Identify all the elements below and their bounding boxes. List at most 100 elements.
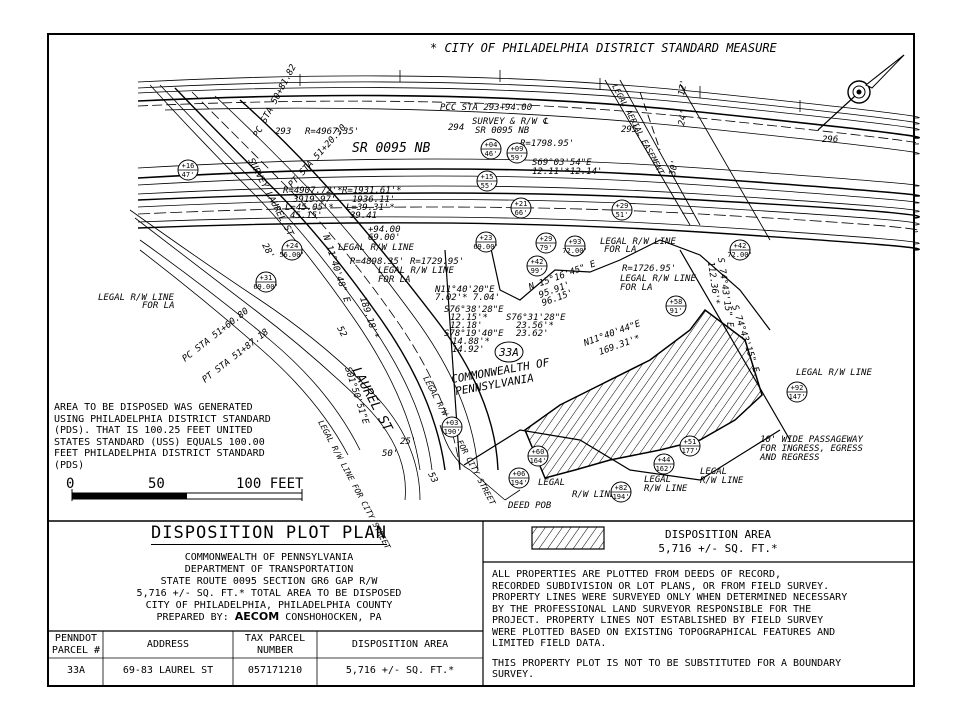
station-marker-top: +42: [734, 242, 747, 250]
station-marker-bottom: 177': [682, 447, 699, 455]
station-marker-top: +15: [481, 173, 494, 181]
label-ft-24: 24': [677, 109, 690, 127]
table-cell-tax-parcel: 057171210: [247, 665, 303, 676]
laurel-street-lines: [129, 84, 499, 501]
station-marker-top: +42: [531, 258, 544, 266]
note-properties: ALL PROPERTIES ARE PLOTTED FROM DEEDS OF…: [492, 569, 848, 649]
station-marker-bottom: 51': [616, 211, 629, 219]
label-l-4505: L=45.05'*: [285, 203, 334, 213]
parcel-33a-circle: [494, 341, 524, 363]
station-marker-top: +92: [791, 384, 804, 392]
station-marker-bottom: 72.00': [727, 251, 752, 259]
label-n11-40-d: 7.02'* 7.04': [435, 293, 500, 303]
label-passageway2: FOR INGRESS, EGRESS: [760, 444, 864, 454]
label-l-3941: 39.41: [349, 211, 377, 221]
scale-label-0: 0: [66, 476, 75, 492]
label-for-la-left: FOR LA: [142, 301, 175, 311]
label-parcel-33a: 33A: [498, 346, 519, 359]
scale-bar: [71, 489, 303, 501]
station-marker-bottom: 46': [485, 150, 498, 158]
table-header-disposition-area: DISPOSITION AREA: [351, 639, 449, 650]
station-marker-bottom: 47': [182, 171, 195, 179]
label-s76-31-d: 23.56'*: [516, 321, 554, 331]
station-marker-top: +58: [670, 298, 683, 306]
label-ft-50: 50': [382, 449, 398, 459]
label-for-la-3: FOR LA: [620, 283, 653, 293]
title-line-3: STATE ROUTE 0095 SECTION GR6 GAP R/W: [160, 576, 378, 587]
station-marker-top: +16: [182, 162, 195, 170]
scale-label-50: 50: [148, 476, 165, 492]
label-s76-31-d2: 23.62': [516, 329, 549, 339]
label-sr-nb-big: SR 0095 NB: [352, 141, 430, 156]
station-marker-top: +60: [532, 448, 545, 456]
station-marker-bottom: 66': [515, 209, 528, 217]
note-boundary: THIS PROPERTY PLOT IS NOT TO BE SUBSTITU…: [492, 657, 842, 681]
label-r-4898: R=4898.35': [350, 257, 404, 267]
label-pcc-sta: PCC STA 293+94.00: [440, 103, 532, 113]
title-line-4: 5,716 +/- SQ. FT.* TOTAL AREA TO BE DISP…: [136, 588, 402, 599]
prepared-by-label: PREPARED BY:: [156, 612, 229, 623]
label-ft-53: 53: [425, 471, 439, 485]
station-marker-top: +93: [569, 238, 582, 246]
plan-sheet-border: [47, 33, 915, 687]
prepared-by: PREPARED BY: AECOM CONSHOHOCKEN, PA: [60, 610, 478, 623]
label-s78-19-d: 14.88'*: [452, 337, 490, 347]
station-marker-top: +29: [616, 202, 629, 210]
station-marker-bottom: 164': [530, 457, 547, 465]
label-legal-rw-1: LEGAL R/W LINE: [338, 243, 414, 253]
aerial-easement-lines: [604, 79, 771, 241]
label-9400: +94.00: [368, 225, 401, 235]
station-marker-top: +06: [513, 470, 526, 478]
label-ft-30: 30': [668, 159, 681, 178]
station-marker-top: +23: [480, 234, 493, 242]
station-marker-bottom: 59': [511, 154, 524, 162]
station-marker-bottom: 55': [481, 182, 494, 190]
station-marker-bottom: 190': [444, 428, 461, 436]
title-line-2: DEPARTMENT OF TRANSPORTATION: [184, 564, 354, 575]
label-r-1726: R=1726.95': [622, 264, 676, 274]
station-marker-bottom: 194': [613, 493, 630, 501]
label-s76-38: S76°38'28"E: [444, 305, 504, 315]
label-legal-rw-b2b: R/W LINE: [644, 484, 688, 494]
label-legal-rw-b1b: R/W LINE: [572, 490, 616, 500]
title-block: DISPOSITION PLOT PLAN COMMONWEALTH OF PE…: [60, 523, 478, 612]
label-sta-294: 294: [448, 123, 464, 133]
title-line-5: CITY OF PHILADELPHIA, PHILADELPHIA COUNT…: [145, 600, 393, 611]
station-marker-top: +09: [511, 145, 524, 153]
disposition-area-swatch: [531, 526, 605, 550]
station-ticks: [299, 70, 801, 112]
label-ft-52: 52: [334, 325, 348, 339]
label-sta-296: 296: [822, 135, 838, 145]
label-dist-28: 28': [259, 242, 275, 261]
table-header-parcel: PENNDOT PARCEL #: [51, 633, 101, 656]
scale-label-100: 100 FEET: [236, 476, 304, 492]
label-l-3931: L=39.31'*: [346, 203, 395, 213]
label-legal-rw-la-left: LEGAL R/W LINE: [98, 293, 174, 303]
label-r-4967: R=4967.35': [305, 127, 359, 137]
parcel-boundary: [444, 239, 791, 481]
label-r-1931: R=1931.61'*: [342, 186, 402, 196]
table-header-address: ADDRESS: [146, 639, 190, 650]
station-marker-top: +29: [540, 235, 553, 243]
label-r-1798: R=1798.95': [520, 139, 574, 149]
station-marker-bottom: 72.00': [562, 247, 587, 255]
station-marker-bottom: 91': [670, 307, 683, 315]
title-block-frame: [47, 520, 915, 687]
station-marker-bottom: 194': [511, 479, 528, 487]
label-r-1729: R=1729.95': [410, 257, 464, 267]
prepared-location: CONSHOHOCKEN, PA: [285, 612, 382, 623]
label-deed-pob: DEED POB: [507, 501, 552, 511]
label-sta-295: 295: [621, 125, 637, 135]
station-marker-bottom: 56.00': [279, 251, 304, 259]
table-cell-parcel: 33A: [66, 665, 86, 676]
